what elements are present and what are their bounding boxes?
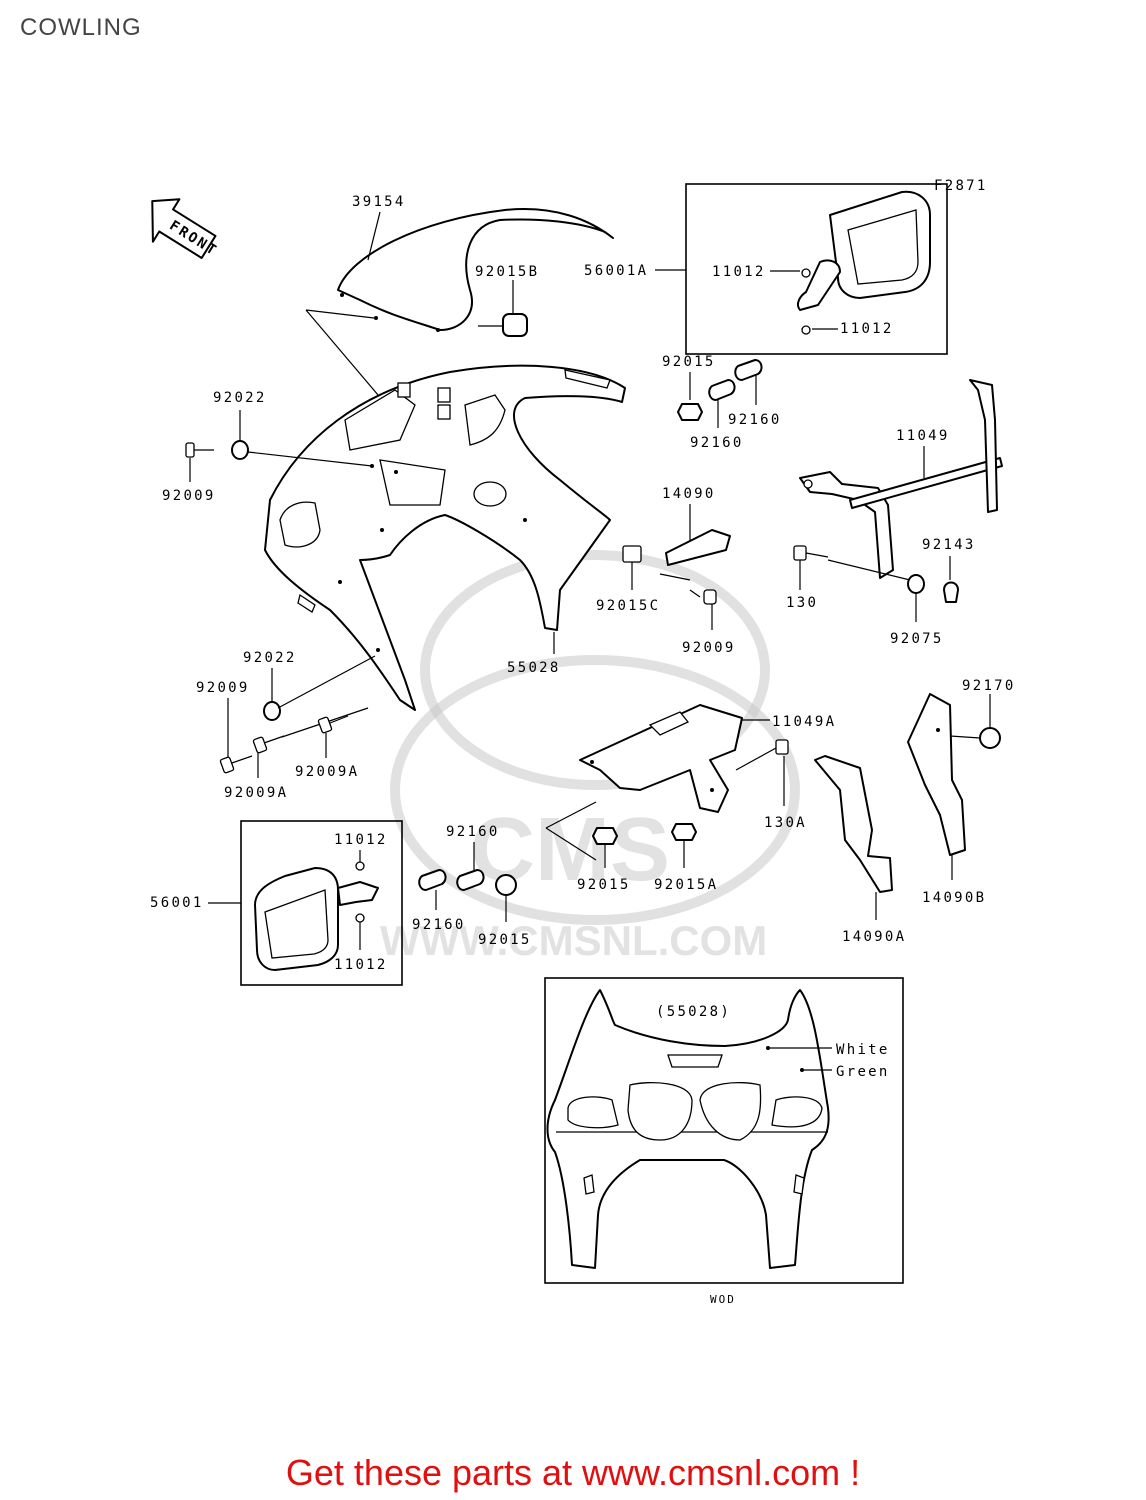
washer-upper-part <box>231 440 249 460</box>
cap-part <box>943 581 959 603</box>
label-mirror-set-a: 56001A <box>584 263 648 279</box>
inset-color-white: White <box>836 1042 890 1058</box>
label-plate-lower-top: 92160 <box>446 824 500 840</box>
plate-lower-part <box>418 869 447 891</box>
cowling-parts-diagram: CMS WWW.CMSNL.COM F2871 FRONT 39154 9201… <box>150 178 1016 1306</box>
washer-lower-part <box>263 701 281 721</box>
bolt-part <box>793 545 829 561</box>
figure-code: F2871 <box>934 178 988 194</box>
label-stay: 11049 <box>896 428 950 444</box>
label-nut-lower-a: 92015A <box>654 877 718 893</box>
upper-cowl-front-view <box>546 989 830 1269</box>
label-mirror-nut-top: 11012 <box>712 264 766 280</box>
mirror-right-part <box>796 190 931 335</box>
label-bolt-a: 130A <box>764 815 807 831</box>
label-screw-upper: 92009 <box>162 488 216 504</box>
label-screw-lower: 92009 <box>196 680 250 696</box>
plate-upper-right-part <box>734 359 763 381</box>
inset-variant: WOD <box>710 1293 736 1306</box>
nut-upper-part <box>677 403 703 421</box>
label-bolt: 130 <box>786 595 818 611</box>
nut-lower-a-part <box>671 823 697 841</box>
inset-color-green: Green <box>836 1064 890 1080</box>
label-mirror-l-nut-top: 11012 <box>334 832 388 848</box>
label-washer-lower: 92022 <box>243 650 297 666</box>
wod-inset-box <box>544 977 904 1284</box>
label-upper-cowl: 55028 <box>507 660 561 676</box>
nut-lower-part <box>592 827 618 845</box>
label-screw-mid: 92009 <box>682 640 736 656</box>
screw-mid-part <box>689 589 717 605</box>
label-windshield: 39154 <box>352 194 406 210</box>
svg-text:WWW.CMSNL.COM: WWW.CMSNL.COM <box>380 917 767 964</box>
label-grommet-b: 92015B <box>475 264 539 280</box>
grommet-part <box>478 280 528 337</box>
screw-lower-a2-part <box>317 715 349 734</box>
label-stay-a: 11049A <box>772 714 836 730</box>
front-arrow-icon: FRONT <box>151 198 220 260</box>
label-clip-c: 92015C <box>596 598 660 614</box>
rivet-part <box>979 727 1001 749</box>
screw-upper-part <box>185 442 214 458</box>
label-bracket: 14090 <box>662 486 716 502</box>
label-nut-upper: 92015 <box>662 354 716 370</box>
damper-part <box>907 574 925 594</box>
label-screw-lower-a1: 92009A <box>224 785 288 801</box>
label-rivet: 92170 <box>962 678 1016 694</box>
mirror-left-part <box>254 861 379 971</box>
label-mirror-l-nut-bottom: 11012 <box>334 957 388 973</box>
label-nut-lower: 92015 <box>577 877 631 893</box>
upper-cowl-part <box>264 364 626 711</box>
screw-lower-a1-part <box>252 735 285 754</box>
label-screw-lower-a2: 92009A <box>295 764 359 780</box>
label-plate-upper-right: 92160 <box>728 412 782 428</box>
cover-a-part <box>814 755 893 893</box>
label-washer-upper: 92022 <box>213 390 267 406</box>
label-plate-upper-left: 92160 <box>690 435 744 451</box>
page-title: COWLING <box>20 14 142 41</box>
nut-lower-b-part <box>495 874 517 896</box>
windshield-part <box>337 208 614 332</box>
label-cap: 92143 <box>922 537 976 553</box>
label-mirror-set: 56001 <box>150 895 204 911</box>
inset-part-ref: (55028) <box>656 1004 731 1020</box>
bracket-part <box>622 529 731 566</box>
plate-lower-top-part <box>456 869 485 891</box>
mirror-a-box <box>685 183 948 355</box>
label-damper: 92075 <box>890 631 944 647</box>
cmsnl-watermark: CMS WWW.CMSNL.COM <box>380 550 800 964</box>
label-plate-lower: 92160 <box>412 917 466 933</box>
promo-link[interactable]: Get these parts at www.cmsnl.com ! <box>285 1452 861 1493</box>
cover-b-part <box>907 693 966 856</box>
stay-a-part <box>579 704 743 813</box>
bolt-a-part <box>735 739 789 771</box>
screw-lower-part <box>219 755 253 774</box>
plate-upper-left-part <box>708 379 736 401</box>
label-cover-a: 14090A <box>842 929 906 945</box>
label-mirror-nut-bottom: 11012 <box>840 321 894 337</box>
label-cover-b: 14090B <box>922 890 986 906</box>
label-nut-lower-b: 92015 <box>478 932 532 948</box>
